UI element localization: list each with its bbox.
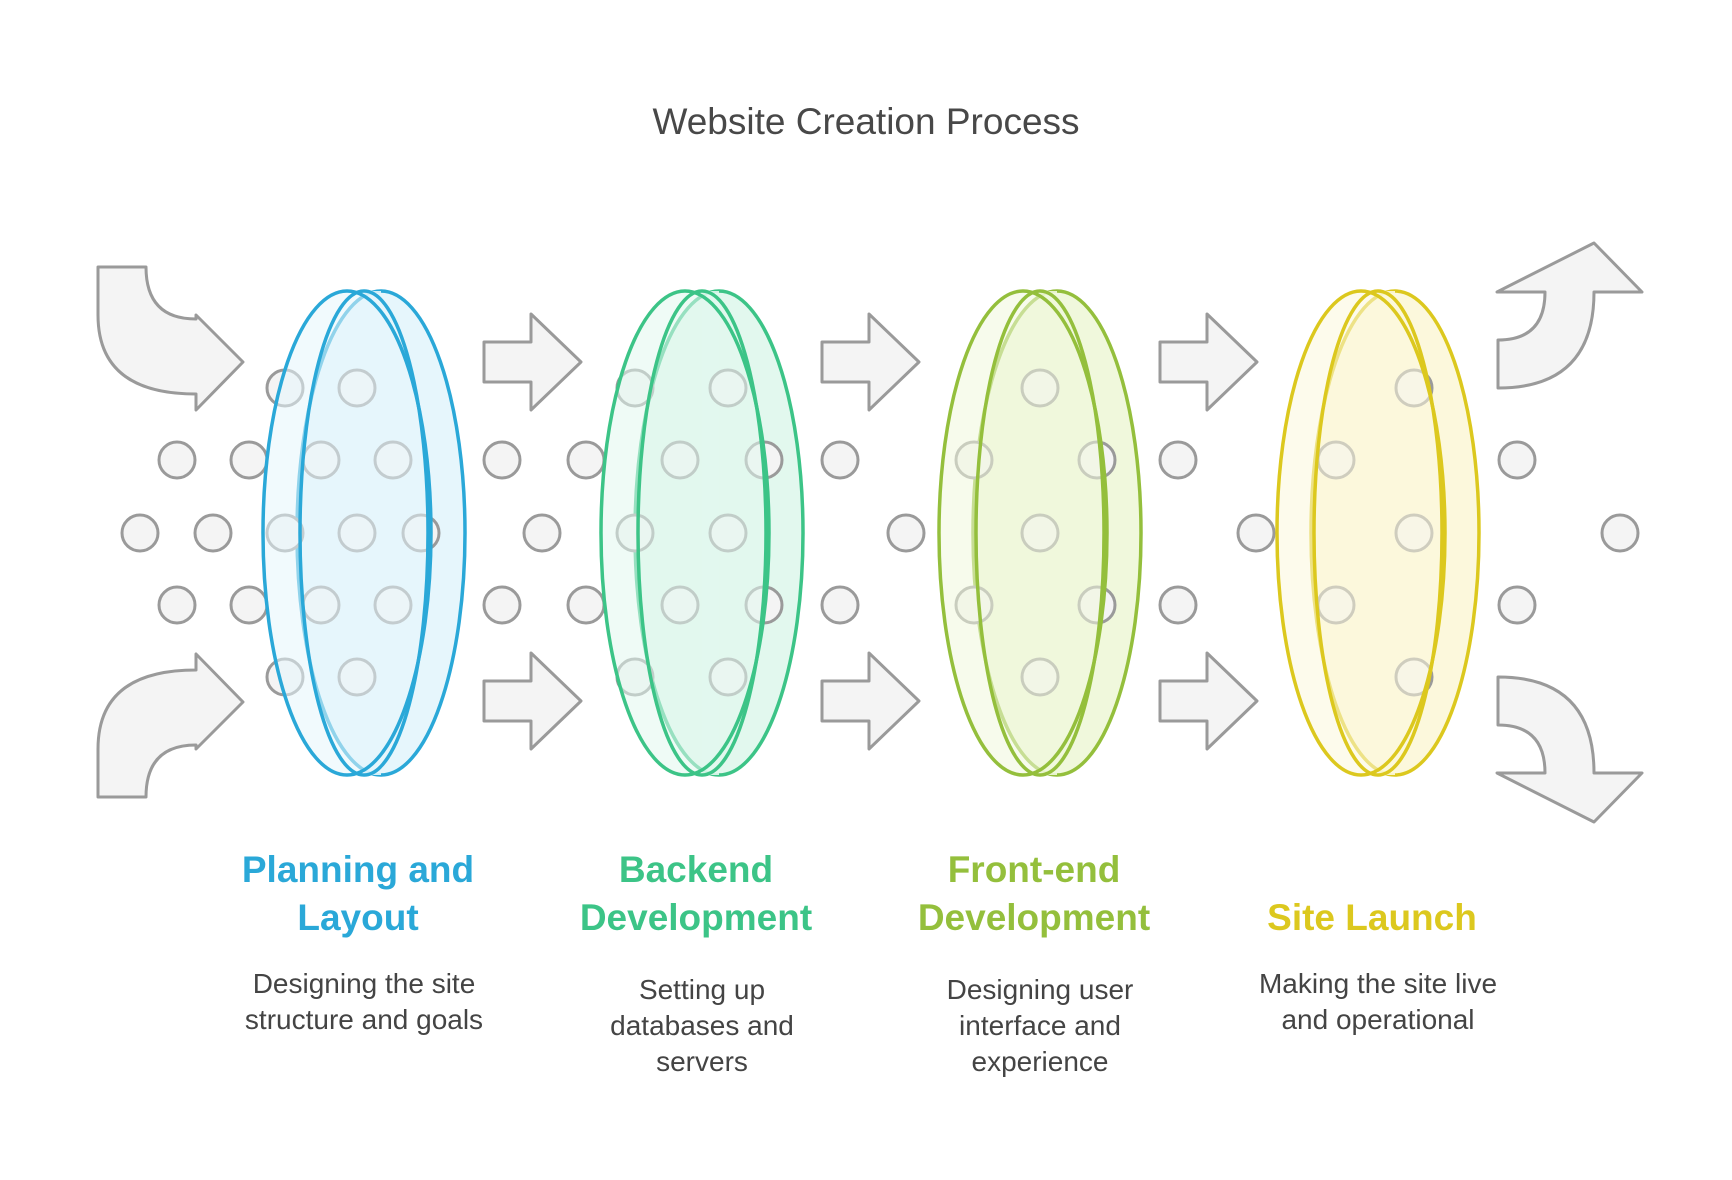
right-arrow-icon (1158, 312, 1259, 412)
circle-dot-icon (1497, 585, 1537, 625)
stage-title: Backend (619, 849, 773, 890)
ring-icon (261, 289, 433, 777)
stage-description: Setting up (639, 974, 765, 1005)
stage-description: Designing user (947, 974, 1134, 1005)
circle-dot-icon (886, 513, 926, 553)
right-arrow-icon (820, 312, 921, 412)
ring-inner-edge (636, 289, 768, 777)
stage-description: servers (656, 1046, 748, 1077)
circle-dot-icon (157, 585, 197, 625)
stage-description: Designing the site (253, 968, 476, 999)
circle-dot-icon (566, 585, 606, 625)
ring-inner-edge (298, 289, 430, 777)
ring-inner-edge (1312, 289, 1444, 777)
circle-dot-icon (1497, 440, 1537, 480)
circle-dot-icon (1600, 513, 1640, 553)
circle-dot-icon (229, 440, 269, 480)
stage-description: interface and (959, 1010, 1121, 1041)
right-arrow-icon (1158, 651, 1259, 751)
ring-icon (937, 289, 1109, 777)
circle-dot-icon (1158, 585, 1198, 625)
stage-title: Layout (297, 897, 418, 938)
circle-dot-icon (522, 513, 562, 553)
circle-dot-icon (482, 585, 522, 625)
diagram-title: Website Creation Process (652, 101, 1079, 142)
right-arrow-icon (482, 312, 583, 412)
ring-fronts (261, 289, 1447, 777)
stage-title: Development (918, 897, 1150, 938)
circle-dot-icon (820, 585, 860, 625)
entry-arrow-bottom-icon (96, 652, 245, 799)
flow-arrows (96, 241, 1644, 824)
exit-arrow-top-icon (1495, 241, 1644, 390)
circle-dot-icon (482, 440, 522, 480)
exit-arrow-bottom-icon (1495, 675, 1644, 824)
stage-title: Front-end (948, 849, 1121, 890)
right-arrow-icon (820, 651, 921, 751)
ring-inner-edge (974, 289, 1106, 777)
circle-dot-icon (1236, 513, 1276, 553)
ring-icon (1275, 289, 1447, 777)
circle-dot-icon (566, 440, 606, 480)
circle-dot-icon (193, 513, 233, 553)
stage-description: databases and (610, 1010, 794, 1041)
entry-arrow-top-icon (96, 265, 245, 412)
stage-description: structure and goals (245, 1004, 483, 1035)
circle-dot-icon (820, 440, 860, 480)
circle-dot-icon (1158, 440, 1198, 480)
stage-description: and operational (1281, 1004, 1474, 1035)
right-arrow-icon (482, 651, 583, 751)
circle-dot-icon (120, 513, 160, 553)
stage-description: experience (972, 1046, 1109, 1077)
ring-icon (599, 289, 771, 777)
stage-description: Making the site live (1259, 968, 1497, 999)
circle-dot-icon (157, 440, 197, 480)
stage-title: Development (580, 897, 812, 938)
stage-title: Planning and (242, 849, 474, 890)
circle-dot-icon (229, 585, 269, 625)
stage-title: Site Launch (1267, 897, 1477, 938)
